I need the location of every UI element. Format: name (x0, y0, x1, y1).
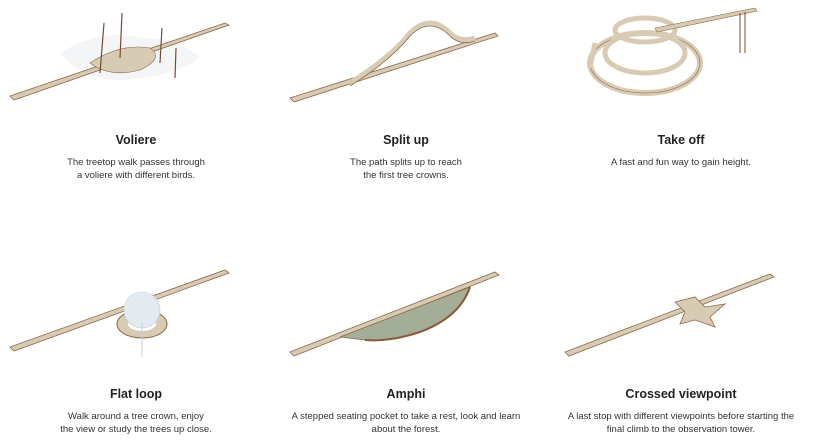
module-title: Crossed viewpoint (625, 387, 737, 401)
flat-loop-illustration (9, 269, 230, 357)
split-up-illustration (289, 20, 499, 103)
module-title: Take off (657, 133, 705, 147)
module-description: A fast and fun way to gain height. (611, 157, 751, 168)
amphi-illustration (289, 271, 500, 357)
module-title: Split up (383, 133, 429, 147)
crossed-viewpoint-illustration (564, 273, 775, 357)
take-off-illustration (587, 8, 758, 96)
module-description: A last stop with different viewpoints be… (567, 411, 795, 435)
module-title: Amphi (386, 387, 426, 401)
module-title: Voliere (115, 133, 157, 147)
voliere-illustration (9, 12, 231, 101)
module-description: A stepped seating pocket to take a rest,… (291, 411, 521, 435)
module-title: Flat loop (109, 387, 163, 401)
